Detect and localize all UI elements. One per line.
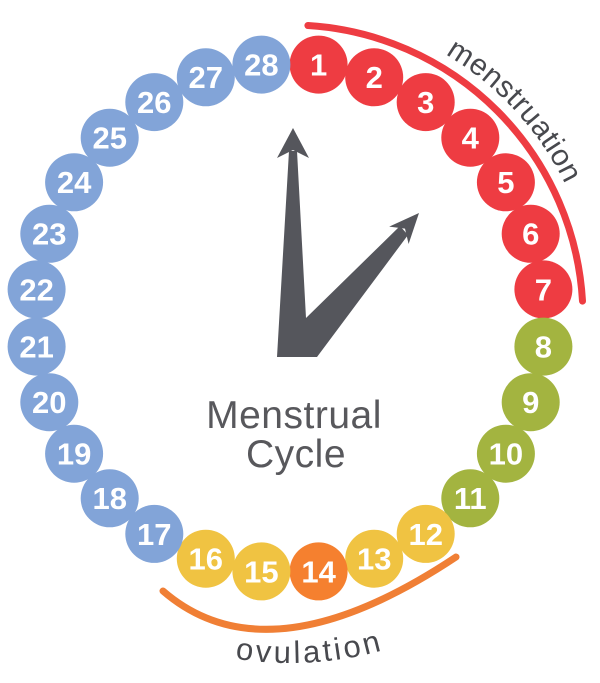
day-circle (176, 529, 235, 588)
day-26: 26 (125, 73, 184, 132)
day-circle (176, 48, 235, 107)
menstruation-arc (304, 22, 586, 305)
day-circle (80, 469, 139, 528)
day-number: 13 (357, 542, 391, 577)
day-circle (289, 542, 348, 601)
clock-hands-body (277, 151, 408, 357)
day-number: 4 (462, 121, 480, 156)
day-10: 10 (476, 424, 535, 483)
day-number: 3 (417, 85, 434, 120)
day-16: 16 (176, 529, 235, 588)
day-circle (7, 317, 66, 376)
day-number: 14 (301, 554, 336, 589)
day-circle (345, 48, 404, 107)
day-1: 1 (289, 35, 348, 94)
day-number: 20 (32, 385, 66, 420)
day-12: 12 (396, 504, 455, 563)
day-circle (232, 35, 291, 94)
day-circle (514, 317, 573, 376)
title-line-2: Cycle (246, 433, 346, 476)
day-number: 21 (19, 329, 53, 364)
day-circle (396, 504, 455, 563)
day-11: 11 (441, 469, 500, 528)
day-number: 18 (92, 481, 126, 516)
day-6: 6 (501, 204, 560, 263)
day-15: 15 (232, 542, 291, 601)
day-21: 21 (7, 317, 66, 376)
day-23: 23 (20, 204, 79, 263)
day-number: 1 (310, 47, 327, 82)
day-circle (20, 373, 79, 432)
day-24: 24 (45, 153, 104, 212)
day-number: 11 (454, 481, 487, 516)
day-4: 4 (441, 108, 500, 167)
day-number: 19 (57, 437, 91, 472)
day-circle (232, 542, 291, 601)
day-number: 28 (244, 47, 278, 82)
day-13: 13 (345, 529, 404, 588)
day-number: 25 (92, 121, 126, 156)
day-number: 5 (497, 165, 514, 200)
day-circle (396, 73, 455, 132)
day-number: 17 (137, 517, 171, 552)
day-27: 27 (176, 48, 235, 107)
title-line-1: Menstrual (206, 394, 382, 437)
day-number: 16 (189, 542, 223, 577)
day-number: 6 (522, 217, 539, 252)
day-19: 19 (45, 424, 104, 483)
day-circle (501, 373, 560, 432)
day-25: 25 (80, 108, 139, 167)
day-circle (514, 260, 573, 319)
day-circle (125, 504, 184, 563)
clock-hands (277, 128, 419, 357)
day-2: 2 (345, 48, 404, 107)
day-circle (289, 35, 348, 94)
day-14: 14 (289, 542, 348, 601)
day-17: 17 (125, 504, 184, 563)
day-number: 8 (535, 329, 552, 364)
day-circle (501, 204, 560, 263)
day-9: 9 (501, 373, 560, 432)
day-number: 9 (522, 385, 539, 420)
day-circle (441, 469, 500, 528)
day-7: 7 (514, 260, 573, 319)
arrow-upright-icon (389, 213, 419, 244)
day-number: 12 (408, 517, 442, 552)
day-number: 22 (19, 272, 53, 307)
day-circle (345, 529, 404, 588)
day-8: 8 (514, 317, 573, 376)
day-circle (80, 108, 139, 167)
arrow-up-icon (277, 128, 309, 158)
day-circle (441, 108, 500, 167)
day-number: 15 (244, 554, 278, 589)
ovulation-arc (159, 553, 460, 633)
day-circle (476, 153, 535, 212)
day-28: 28 (232, 35, 291, 94)
day-20: 20 (20, 373, 79, 432)
day-number: 23 (32, 217, 66, 252)
day-22: 22 (7, 260, 66, 319)
day-circle (125, 73, 184, 132)
day-circle (476, 424, 535, 483)
day-number: 7 (535, 272, 552, 307)
day-circle (45, 153, 104, 212)
day-number: 2 (366, 60, 383, 95)
day-circle (7, 260, 66, 319)
day-5: 5 (476, 153, 535, 212)
day-number: 27 (189, 60, 223, 95)
day-circle (45, 424, 104, 483)
day-number: 10 (489, 437, 523, 472)
day-3: 3 (396, 73, 455, 132)
day-number: 26 (137, 85, 171, 120)
day-number: 24 (57, 165, 92, 200)
day-circle (20, 204, 79, 263)
day-18: 18 (80, 469, 139, 528)
